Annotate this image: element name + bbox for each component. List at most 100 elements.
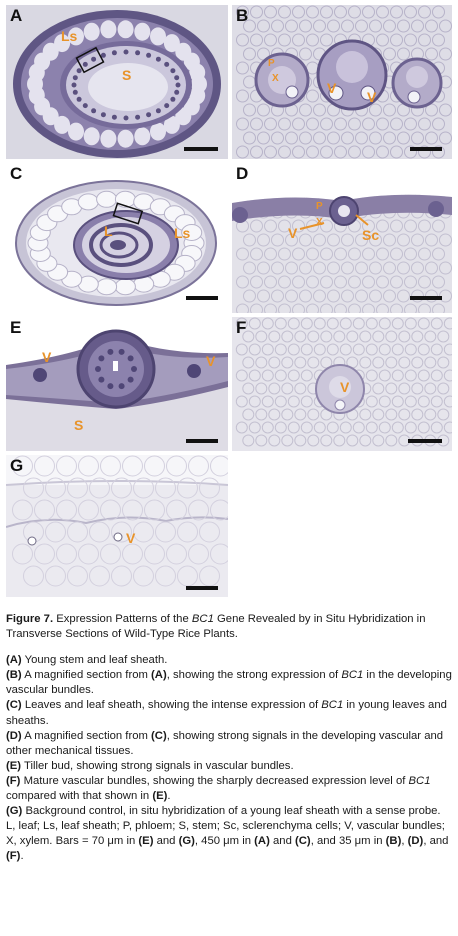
- tissue-cell: [383, 19, 396, 33]
- tissue-cell: [326, 343, 339, 356]
- tissue-cell: [111, 50, 117, 56]
- tissue-cell: [346, 434, 359, 447]
- panel-f: F V: [232, 317, 452, 451]
- tissue-cell: [250, 219, 263, 233]
- tissue-cell: [42, 42, 59, 61]
- tissue-cell: [306, 303, 319, 313]
- tissue-cell: [369, 103, 382, 117]
- tissue-cell: [127, 355, 134, 362]
- tissue-cell: [418, 247, 431, 261]
- tissue-cell: [45, 521, 66, 543]
- tissue-cell: [248, 317, 261, 330]
- tissue-cell: [383, 261, 396, 275]
- tissue-cell: [278, 117, 291, 131]
- tissue-cell: [404, 145, 417, 159]
- label-v: V: [288, 225, 298, 241]
- tissue-cell: [376, 33, 389, 47]
- tissue-cell: [45, 565, 66, 587]
- tissue-cell: [133, 477, 154, 499]
- tissue-cell: [118, 348, 125, 355]
- tissue-cell: [117, 129, 134, 148]
- panel-label: E: [10, 318, 22, 337]
- tissue-cell: [235, 395, 248, 408]
- tissue-cell: [264, 303, 277, 313]
- tissue-cell: [383, 103, 396, 117]
- tissue-cell: [383, 233, 396, 247]
- tissue-cell: [313, 421, 326, 434]
- tissue-cell: [274, 421, 287, 434]
- tissue-cell: [326, 317, 339, 330]
- tissue-cell: [72, 75, 78, 81]
- tissue-cell: [235, 421, 248, 434]
- label-p: P: [268, 58, 275, 69]
- tissue-cell: [155, 477, 176, 499]
- tissue-cell: [355, 19, 368, 33]
- tissue-cell: [313, 261, 326, 275]
- tissue-cell: [261, 317, 274, 330]
- tissue-cell: [390, 5, 403, 19]
- tissue-cell: [439, 47, 452, 61]
- tissue-cell: [271, 289, 284, 303]
- tissue-cell: [285, 289, 298, 303]
- tissue-cell: [411, 408, 424, 421]
- tissue-cell: [306, 33, 319, 47]
- label-sc: Sc: [362, 227, 380, 243]
- tissue-cell: [424, 330, 437, 343]
- tissue-cell: [174, 89, 180, 95]
- tissue-cell: [437, 382, 450, 395]
- tissue-cell: [418, 117, 431, 131]
- tissue-cell: [424, 382, 437, 395]
- tissue-cell: [327, 289, 340, 303]
- tissue-cell: [320, 219, 333, 233]
- tissue-cell: [369, 233, 382, 247]
- tissue-cell: [243, 233, 256, 247]
- tissue-cell: [281, 408, 294, 421]
- tissue-cell: [362, 117, 375, 131]
- tissue-cell: [89, 565, 110, 587]
- tissue-cell: [89, 477, 110, 499]
- tissue-cell: [397, 261, 410, 275]
- tissue-cell: [320, 247, 333, 261]
- tissue-cell: [292, 275, 305, 289]
- tissue-cell: [341, 233, 354, 247]
- tissue-cell: [274, 317, 287, 330]
- tissue-cell: [264, 117, 277, 131]
- tissue-cell: [278, 303, 291, 313]
- label-v: V: [206, 353, 216, 369]
- tissue-cell: [320, 330, 333, 343]
- tissue-cell: [67, 521, 88, 543]
- tissue-cell: [56, 499, 77, 521]
- tissue-cell: [362, 275, 375, 289]
- tissue-cell: [243, 103, 256, 117]
- tissue-cell: [255, 408, 268, 421]
- panel-d-image: [232, 163, 452, 313]
- tissue-cell: [236, 33, 249, 47]
- tissue-cell: [292, 219, 305, 233]
- tissue-cell: [285, 131, 298, 145]
- tissue-cell: [271, 233, 284, 247]
- tissue-cell: [264, 145, 277, 159]
- panel-label: D: [236, 164, 249, 183]
- tissue-cell: [285, 233, 298, 247]
- tissue-cell: [163, 115, 180, 134]
- tissue-cell: [278, 145, 291, 159]
- tissue-cell: [359, 434, 372, 447]
- tissue-cell: [133, 565, 154, 587]
- panel-label: F: [236, 318, 247, 337]
- tissue-cell: [135, 114, 141, 120]
- tissue-cell: [268, 434, 281, 447]
- panel-label: C: [10, 164, 23, 183]
- tissue-cell: [334, 5, 347, 19]
- tissue-cell: [236, 61, 249, 75]
- tissue-cell: [430, 343, 443, 356]
- tissue-cell: [123, 49, 129, 55]
- tissue-cell: [365, 369, 378, 382]
- tissue-cell: [287, 395, 300, 408]
- tissue-cell: [292, 33, 305, 47]
- tissue-cell: [432, 117, 445, 131]
- tissue-cell: [34, 455, 55, 477]
- tissue-cell: [261, 395, 274, 408]
- tissue-cell: [425, 103, 438, 117]
- tissue-cell: [334, 247, 347, 261]
- tissue-cell: [390, 303, 403, 313]
